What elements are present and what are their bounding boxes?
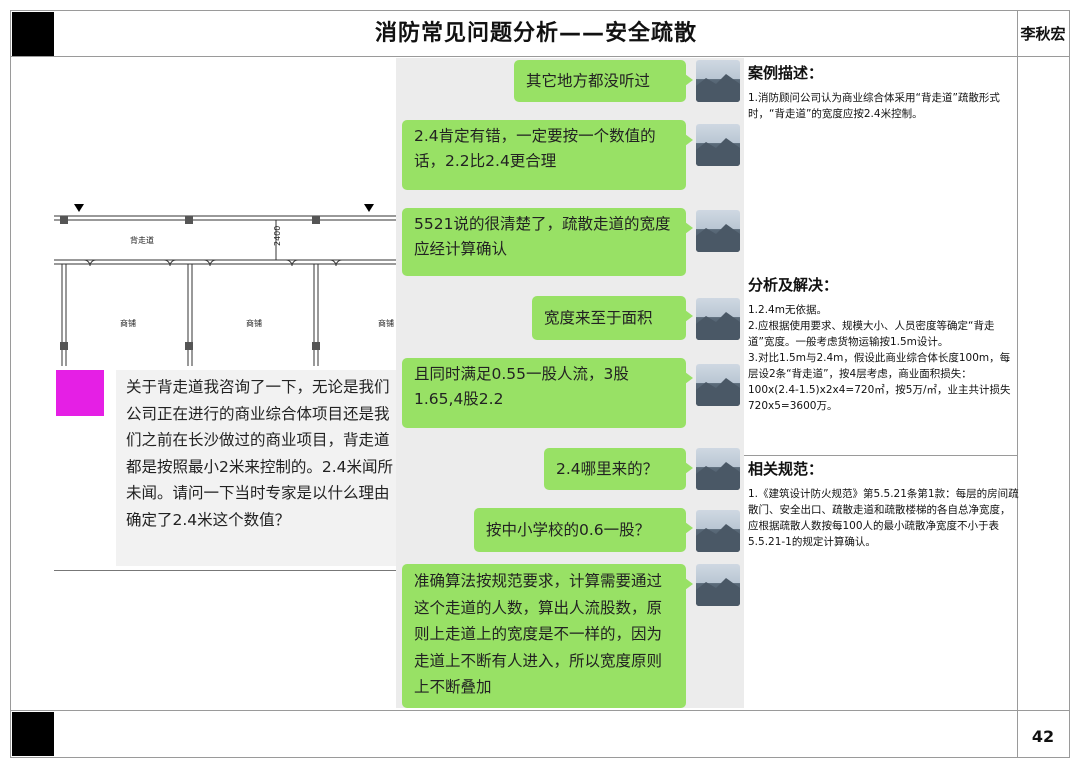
question-box xyxy=(116,370,396,566)
mountain-icon xyxy=(696,74,740,102)
avatar-1 xyxy=(696,60,740,102)
analysis-list: 1.2.4m无依据。 2.应根据使用要求、规模大小、人员密度等确定“背走道”宽度… xyxy=(748,302,1020,414)
corridor-label: 背走道 xyxy=(130,235,154,245)
avatar-4 xyxy=(696,298,740,340)
magenta-marker xyxy=(56,370,104,416)
chat-message-8: 准确算法按规范要求，计算需要通过这个走道的人数，算出人流股数，原则上走道上的宽度… xyxy=(402,564,693,708)
mountain-icon xyxy=(696,462,740,490)
mountain-icon xyxy=(696,312,740,340)
sidebar-divider xyxy=(744,455,1018,456)
avatar-5 xyxy=(696,364,740,406)
avatar-2 xyxy=(696,124,740,166)
mountain-icon xyxy=(696,578,740,606)
case-title: 案例描述： xyxy=(748,64,824,82)
mountain-icon xyxy=(696,138,740,166)
floor-plan-diagram: 背走道 2400 商铺 商铺 商铺 xyxy=(54,204,398,366)
question-text: 关于背走道我咨询了一下，无论是我们公司正在进行的商业综合体项目还是我们之前在长沙… xyxy=(126,378,394,529)
chat-message-3: 5521说的很清楚了，疏散走道的宽度应经计算确认 xyxy=(402,208,693,276)
header-divider xyxy=(10,56,1070,57)
chat-message-5: 且同时满足0.55一股人流，3股1.65,4股2.2 xyxy=(402,358,693,428)
analysis-title: 分析及解决： xyxy=(748,276,839,294)
corridor-width-label: 2400 xyxy=(273,226,282,246)
avatar-8 xyxy=(696,564,740,606)
mountain-icon xyxy=(696,224,740,252)
mountain-icon xyxy=(696,524,740,552)
shop-label-2: 商铺 xyxy=(246,318,262,328)
page-title: 消防常见问题分析——安全疏散 xyxy=(374,21,697,46)
analysis-item-1: 1.2.4m无依据。 xyxy=(748,304,827,316)
case-text: 1.消防顾问公司认为商业综合体采用“背走道”疏散形式时，“背走道”的宽度应按2.… xyxy=(748,92,1000,120)
chat-message-4: 宽度来至于面积 xyxy=(532,296,693,340)
slide-frame xyxy=(10,10,1070,758)
shop-label-3: 商铺 xyxy=(378,318,394,328)
author-name: 李秋宏 xyxy=(1020,25,1066,43)
avatar-6 xyxy=(696,448,740,490)
shop-label-1: 商铺 xyxy=(120,318,136,328)
spec-text: 1.《建筑设计防火规范》第5.5.21条第1款：每层的房间疏散门、安全出口、疏散… xyxy=(748,488,1019,548)
analysis-item-3: 3.对比1.5m与2.4m，假设此商业综合体长度100m，每层设2条“背走道”，… xyxy=(748,352,1011,412)
right-column-divider xyxy=(1017,10,1018,758)
avatar-3 xyxy=(696,210,740,252)
chat-message-7: 按中小学校的0.6一股？ xyxy=(474,508,693,552)
page-number: 42 xyxy=(1031,727,1055,746)
footer-divider xyxy=(10,710,1070,711)
chat-message-6: 2.4哪里来的？ xyxy=(544,448,693,490)
analysis-item-2: 2.应根据使用要求、规模大小、人员密度等确定“背走道”宽度。一般考虑货物运输按1… xyxy=(748,320,995,348)
header-black-block xyxy=(12,12,54,56)
chat-message-1: 其它地方都没听过 xyxy=(514,60,693,102)
mountain-icon xyxy=(696,378,740,406)
avatar-7 xyxy=(696,510,740,552)
spec-title: 相关规范： xyxy=(748,460,824,478)
footer-black-block xyxy=(12,712,54,756)
chat-message-2: 2.4肯定有错，一定要按一个数值的话，2.2比2.4更合理 xyxy=(402,120,693,190)
question-underline xyxy=(54,570,398,571)
